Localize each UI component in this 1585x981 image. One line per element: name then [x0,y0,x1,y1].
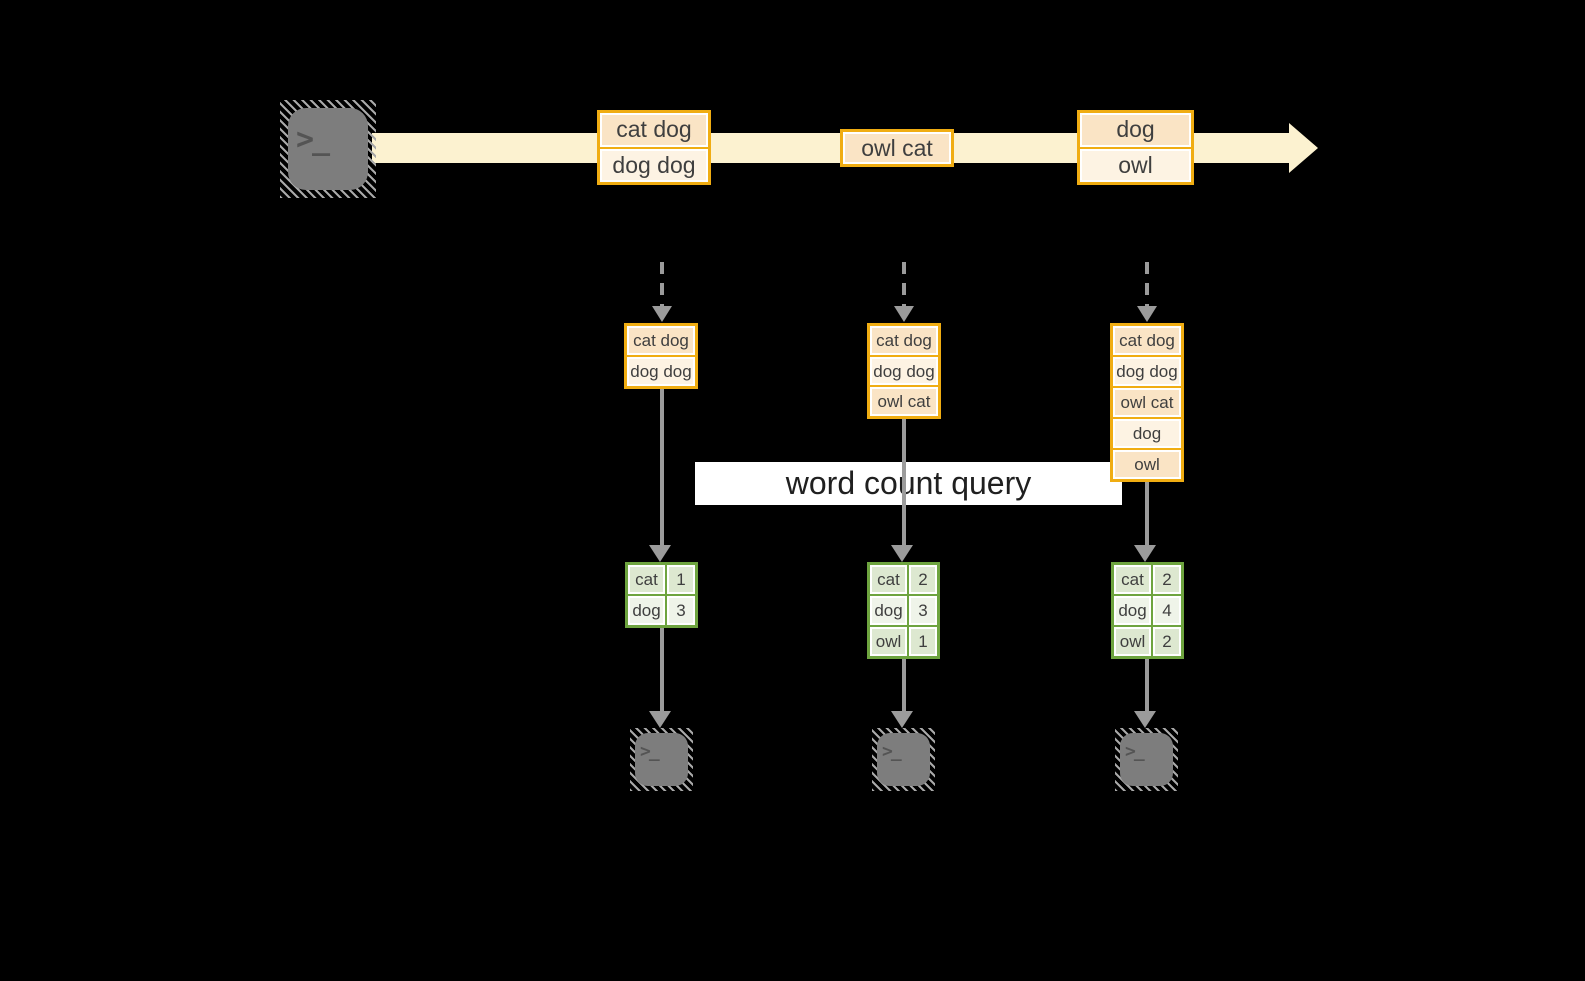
input-buffer-1: cat dog dog dog [624,323,698,389]
arrowhead-down-icon [891,545,913,562]
arrowhead-down-icon [1137,306,1157,322]
terminal-prompt-glyph: >_ [1125,741,1145,762]
terminal-prompt-glyph: >_ [640,741,660,762]
stream-record: dog dog [600,148,708,182]
result-table-2: cat 2 dog 3 owl 1 [867,562,940,659]
output-arrow [660,628,664,711]
stream-record: owl cat [843,132,951,164]
terminal-prompt-glyph: >_ [882,741,902,762]
arrowhead-down-icon [1134,545,1156,562]
stream-batch-2: owl cat [840,129,954,167]
table-row: owl 1 [870,627,937,656]
word-cell: cat [1114,565,1151,594]
count-cell: 1 [909,627,937,656]
arrowhead-down-icon [891,711,913,728]
table-row: dog 3 [870,596,937,625]
stream-record: dog [1080,113,1191,147]
terminal-body [1120,733,1173,786]
stream-record: owl [1080,148,1191,182]
buffer-record: cat dog [870,326,938,355]
output-arrow [1145,659,1149,711]
sink-terminal-icon: >_ [872,728,935,791]
query-banner: word count query [695,462,1122,505]
word-cell: cat [628,565,665,594]
word-cell: owl [870,627,907,656]
result-table-3: cat 2 dog 4 owl 2 [1111,562,1184,659]
terminal-body [877,733,930,786]
buffer-record: dog dog [627,357,695,386]
ingest-dashed-arrow [902,262,906,306]
arrowhead-down-icon [652,306,672,322]
buffer-record: owl cat [870,387,938,417]
sink-terminal-icon: >_ [630,728,693,791]
count-cell: 2 [1153,565,1181,594]
buffer-record: cat dog [627,326,695,355]
ingest-dashed-arrow [1145,262,1149,306]
terminal-body [635,733,688,786]
input-buffer-3: cat dog dog dog owl cat dog owl [1110,323,1184,482]
word-cell: cat [870,565,907,594]
query-arrow [902,419,906,545]
result-table-1: cat 1 dog 3 [625,562,698,628]
table-row: dog 4 [1114,596,1181,625]
source-terminal-icon: >_ [280,100,376,198]
input-buffer-2: cat dog dog dog owl cat [867,323,941,419]
stream-record: cat dog [600,113,708,147]
count-cell: 1 [667,565,695,594]
arrowhead-down-icon [649,711,671,728]
word-cell: dog [628,596,665,625]
count-cell: 4 [1153,596,1181,625]
stream-arrowhead-icon [1289,123,1318,173]
query-arrow [1145,482,1149,545]
stream-batch-3: dog owl [1077,110,1194,185]
output-arrow [902,659,906,711]
sink-terminal-icon: >_ [1115,728,1178,791]
buffer-record: dog [1113,419,1181,448]
arrowhead-down-icon [894,306,914,322]
arrowhead-down-icon [649,545,671,562]
buffer-record: dog dog [1113,357,1181,386]
word-cell: dog [1114,596,1151,625]
table-row: dog 3 [628,596,695,625]
buffer-record: owl cat [1113,388,1181,417]
arrowhead-down-icon [1134,711,1156,728]
query-arrow [660,389,664,545]
count-cell: 2 [909,565,937,594]
count-cell: 3 [909,596,937,625]
ingest-dashed-arrow [660,262,664,306]
table-row: cat 1 [628,565,695,594]
word-cell: owl [1114,627,1151,656]
table-row: cat 2 [1114,565,1181,594]
count-cell: 2 [1153,627,1181,656]
terminal-body [288,108,368,190]
query-banner-label: word count query [785,465,1032,501]
terminal-prompt-glyph: >_ [296,122,330,157]
table-row: owl 2 [1114,627,1181,656]
word-cell: dog [870,596,907,625]
count-cell: 3 [667,596,695,625]
buffer-record: cat dog [1113,326,1181,355]
stream-batch-1: cat dog dog dog [597,110,711,185]
buffer-record: owl [1113,450,1181,479]
table-row: cat 2 [870,565,937,594]
buffer-record: dog dog [870,356,938,386]
